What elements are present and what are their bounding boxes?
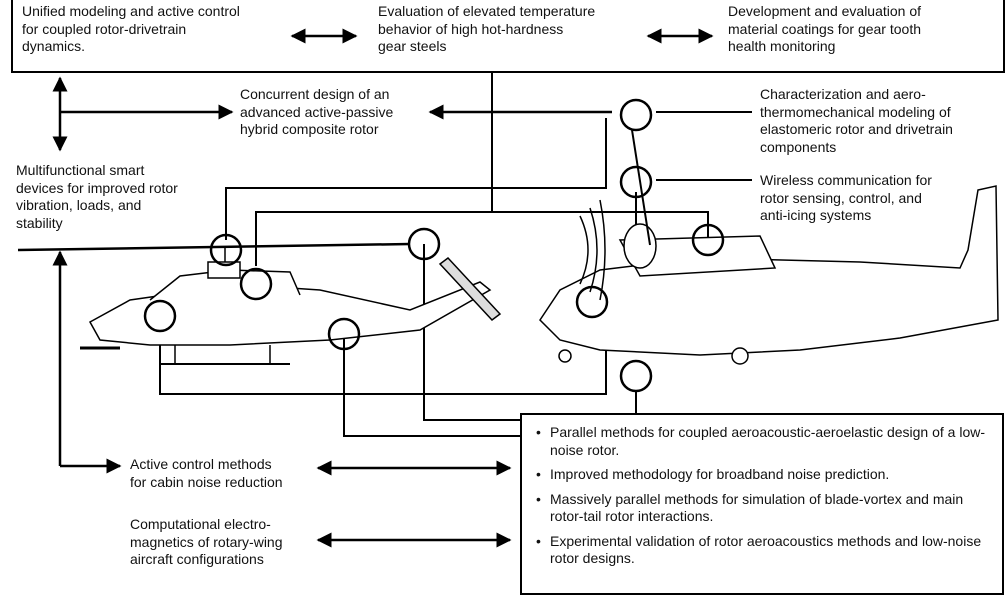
top-item-rotor-drivetrain: Unified modeling and active control for … bbox=[22, 3, 240, 54]
top-item-gear-steels: Evaluation of elevated temperature behav… bbox=[378, 3, 596, 54]
component-highlight-circles bbox=[143, 98, 725, 393]
noise-methods-box: Parallel methods for coupled aeroacousti… bbox=[520, 413, 1004, 595]
smart-devices-label: Multifunctional smart devices for improv… bbox=[16, 162, 178, 231]
noise-bullet-1: Parallel methods for coupled aeroacousti… bbox=[536, 424, 992, 459]
noise-bullet-4: Experimental validation of rotor aeroaco… bbox=[536, 533, 992, 568]
top-item-gear-coatings: Development and evaluation of material c… bbox=[728, 3, 922, 54]
top-frame bbox=[11, 0, 1005, 73]
helicopter-left-illustration bbox=[17, 242, 502, 365]
tiltrotor-right-illustration bbox=[539, 129, 999, 365]
noise-bullet-3: Massively parallel methods for simulatio… bbox=[536, 491, 992, 526]
wireless-label: Wireless communication for rotor sensing… bbox=[760, 172, 932, 223]
electromagnetics-label: Computational electro- magnetics of rota… bbox=[130, 516, 283, 567]
noise-bullet-2: Improved methodology for broadband noise… bbox=[536, 466, 992, 484]
active-control-cabin-label: Active control methods for cabin noise r… bbox=[130, 456, 283, 490]
characterization-label: Characterization and aero- thermomechani… bbox=[760, 86, 953, 155]
concurrent-design-label: Concurrent design of an advanced active-… bbox=[240, 86, 394, 137]
